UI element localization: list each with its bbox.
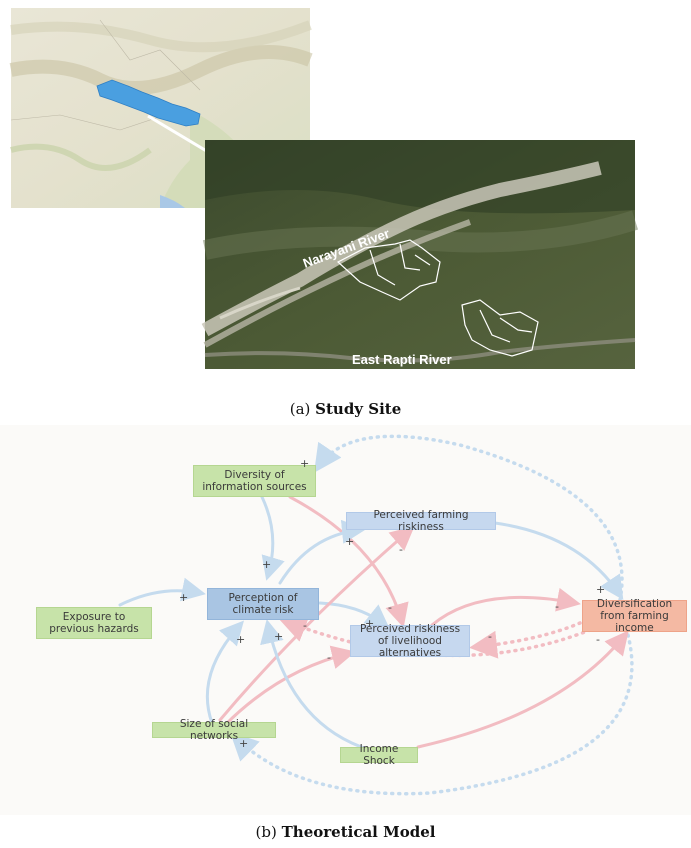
- sign-plus: +: [596, 583, 606, 596]
- east-rapti-label: East Rapti River: [352, 352, 452, 367]
- sign-plus: +: [365, 617, 375, 630]
- sign-minus: -: [596, 633, 600, 646]
- node-exposure-to-previous-hazards: Exposure to previous hazards: [36, 607, 152, 639]
- sign-minus: -: [303, 619, 307, 632]
- sign-minus: -: [555, 600, 559, 613]
- nepal-region: [96, 79, 201, 127]
- satellite-map: Narayani River East Rapti River: [201, 140, 639, 369]
- node-perceived-riskiness-of-livelihood-alternatives: Perceived riskiness of livelihood altern…: [350, 623, 470, 659]
- link-diversification-livelihood: [469, 621, 582, 659]
- sign-plus: +: [262, 558, 272, 571]
- node-diversity-of-information-sources: Diversity of information sources: [193, 465, 316, 497]
- link-social-climate: [205, 620, 245, 725]
- sign-plus: +: [239, 737, 249, 750]
- sign-plus: +: [274, 630, 284, 643]
- link-diversity-climate: [260, 495, 285, 581]
- node-income-shock: Income Shock: [340, 743, 418, 767]
- study-site-maps: Narayani River East Rapti River: [9, 8, 639, 369]
- sign-plus: +: [345, 535, 355, 548]
- sign-minus: -: [388, 601, 392, 614]
- caption-b: (b) Theoretical Model: [255, 823, 436, 841]
- node-diversification-from-farming-income: Diversification from farming income: [582, 598, 687, 634]
- sign-minus: -: [399, 543, 403, 556]
- study-site-panel: Narayani River East Rapti River: [0, 0, 691, 395]
- link-social-livelihood: [223, 645, 356, 727]
- sign-plus: +: [179, 591, 189, 604]
- narayani-river: [201, 161, 602, 337]
- loop-diversification-diversity: [314, 434, 624, 602]
- link-livelihood-diversification: [430, 587, 581, 627]
- link-income-climate: [260, 619, 372, 752]
- loop-diversification-social: [229, 633, 634, 796]
- link-climate-farming: [278, 519, 366, 585]
- sign-minus: -: [488, 630, 492, 643]
- sign-plus: +: [236, 633, 246, 646]
- study-area-outlines: [336, 239, 539, 357]
- sign-plus: +: [300, 457, 310, 470]
- node-perception-of-climate-risk: Perception of climate risk: [207, 588, 319, 620]
- node-size-of-social-networks: Size of social networks: [152, 718, 276, 742]
- link-farming-diversification: [493, 521, 624, 600]
- link-diversity-livelihood: [288, 495, 409, 628]
- link-income-diversification: [416, 630, 629, 749]
- node-perceived-farming-riskiness: Perceived farming riskiness: [346, 509, 496, 533]
- link-social-farming: [218, 526, 415, 722]
- caption-a: (a) Study Site: [289, 400, 402, 418]
- theoretical-model-panel: Diversity of information sources Perceiv…: [0, 425, 691, 815]
- east-rapti-river: [204, 338, 636, 363]
- link-climate-livelihood: [318, 601, 390, 629]
- link-exposure-climate: [118, 577, 206, 607]
- sign-minus: -: [327, 651, 331, 664]
